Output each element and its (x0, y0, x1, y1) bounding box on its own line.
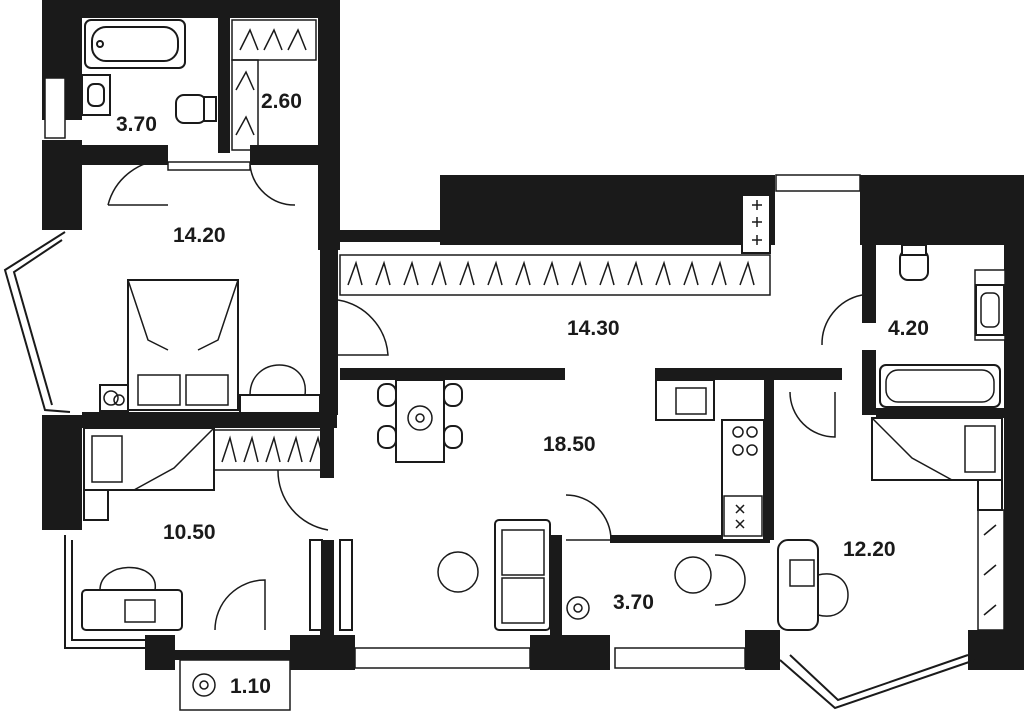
loggia-furniture (566, 554, 746, 620)
bedroom-2-furniture (81, 427, 325, 631)
windows (3, 77, 1006, 710)
closet-hangers (231, 19, 317, 151)
area-label-bath-2: 4.20 (888, 317, 929, 340)
bedroom-1-furniture (99, 159, 389, 414)
area-label-closet: 2.60 (261, 90, 302, 113)
area-label-living-kitchen: 18.50 (543, 433, 596, 456)
hall-wardrobe (339, 194, 863, 438)
area-labels: 3.70 2.60 14.20 14.30 4.20 18.50 10.50 1… (116, 90, 929, 698)
area-label-loggia: 3.70 (613, 591, 654, 614)
bath-1-fixtures (81, 19, 217, 124)
area-label-bedroom-3: 12.20 (843, 538, 896, 561)
balcony-plant (179, 659, 291, 711)
area-label-bath-1: 3.70 (116, 113, 157, 136)
area-label-bedroom-1: 14.20 (173, 224, 226, 247)
bedroom-3-furniture (777, 417, 1005, 631)
area-label-hall: 14.30 (567, 317, 620, 340)
living-kitchen-furniture (277, 379, 765, 631)
walls (42, 0, 1024, 670)
bath-2-fixtures (879, 244, 1005, 408)
area-label-balcony: 1.10 (230, 675, 271, 698)
area-label-bedroom-2: 10.50 (163, 521, 216, 544)
